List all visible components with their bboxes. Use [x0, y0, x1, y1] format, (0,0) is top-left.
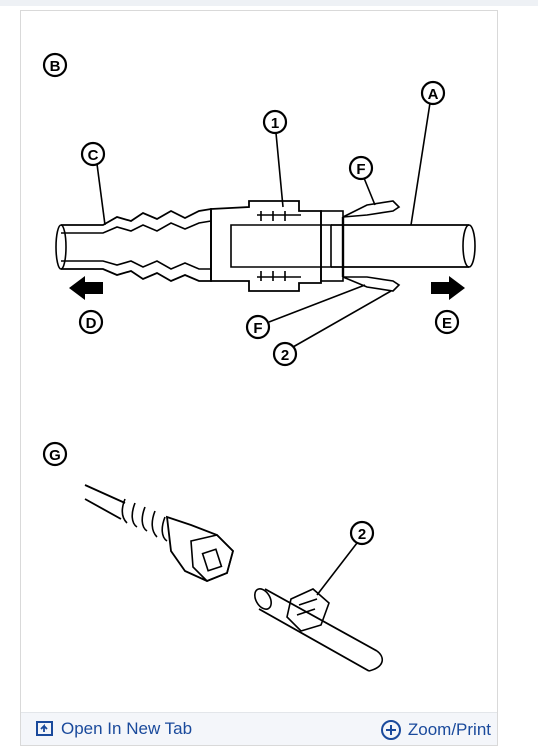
- image-frame: B: [20, 10, 498, 746]
- callout-2-bottom: 2: [349, 520, 375, 546]
- callout-b-text: B: [50, 58, 61, 75]
- connector-g-body: [165, 515, 235, 582]
- pipe-g-tail: [368, 650, 384, 672]
- connector-body: [210, 200, 322, 292]
- retainer-tab-bottom: [342, 276, 401, 292]
- leader-2-top: [292, 290, 392, 348]
- fuel-line-connector-diagram: B: [42, 52, 476, 672]
- callout-1-text: 1: [271, 115, 279, 132]
- connector-g-window: [201, 548, 223, 572]
- leader-c: [96, 163, 106, 226]
- callout-2-bottom-text: 2: [358, 526, 366, 543]
- callout-e-text: E: [442, 315, 452, 332]
- arrow-right-icon: [431, 276, 465, 300]
- pipe-right: [331, 224, 469, 268]
- hose-g-line: [84, 484, 126, 520]
- callout-2-top: 2: [272, 341, 298, 367]
- callout-2-top-text: 2: [281, 347, 289, 364]
- callout-a: A: [420, 80, 446, 106]
- hose-g-ribs: [121, 498, 168, 542]
- callout-c-text: C: [88, 147, 99, 164]
- leader-1: [275, 132, 284, 208]
- page-top-strip: [0, 0, 538, 6]
- zoom-print-link[interactable]: Zoom/Print: [380, 719, 491, 741]
- pipe-g-end: [254, 588, 272, 610]
- leader-2-bottom: [316, 542, 358, 596]
- callout-d-text: D: [86, 315, 97, 332]
- callout-1: 1: [262, 109, 288, 135]
- callout-f-top-text: F: [356, 161, 365, 178]
- callout-a-text: A: [428, 86, 439, 103]
- connector-ribs: [257, 211, 301, 281]
- callout-c: C: [80, 141, 106, 167]
- callout-b: B: [42, 52, 68, 78]
- image-toolbar: Open In New Tab Zoom/Print: [21, 712, 497, 745]
- callout-g-text: G: [49, 447, 61, 464]
- hose-left-outer: [61, 207, 212, 283]
- callout-f-bottom: F: [245, 314, 271, 340]
- retainer-collar: [320, 210, 344, 282]
- callout-g: G: [42, 441, 68, 467]
- open-in-new-tab-link[interactable]: Open In New Tab: [35, 719, 192, 739]
- connector-g-face: [190, 534, 234, 582]
- callout-d: D: [78, 309, 104, 335]
- open-new-tab-icon: [35, 720, 55, 738]
- pipe-right-end: [462, 224, 476, 268]
- callout-f-top: F: [348, 155, 374, 181]
- plus-circle-icon: [380, 719, 402, 741]
- callout-e: E: [434, 309, 460, 335]
- diagram-image: B: [21, 11, 497, 711]
- callout-f-bottom-text: F: [253, 320, 262, 337]
- retainer-clip-g: [286, 588, 330, 632]
- leader-a: [410, 102, 431, 226]
- leader-f-top: [363, 177, 376, 206]
- hose-left-end: [55, 224, 67, 270]
- hose-left-inner: [61, 220, 212, 270]
- open-in-new-tab-label: Open In New Tab: [61, 719, 193, 738]
- leader-f-bottom: [268, 284, 366, 323]
- pipe-g-right: [258, 588, 378, 672]
- connector-inner-tube: [230, 224, 332, 268]
- zoom-print-label: Zoom/Print: [407, 720, 491, 739]
- arrow-left-icon: [69, 276, 103, 300]
- retainer-tab-top: [342, 200, 401, 218]
